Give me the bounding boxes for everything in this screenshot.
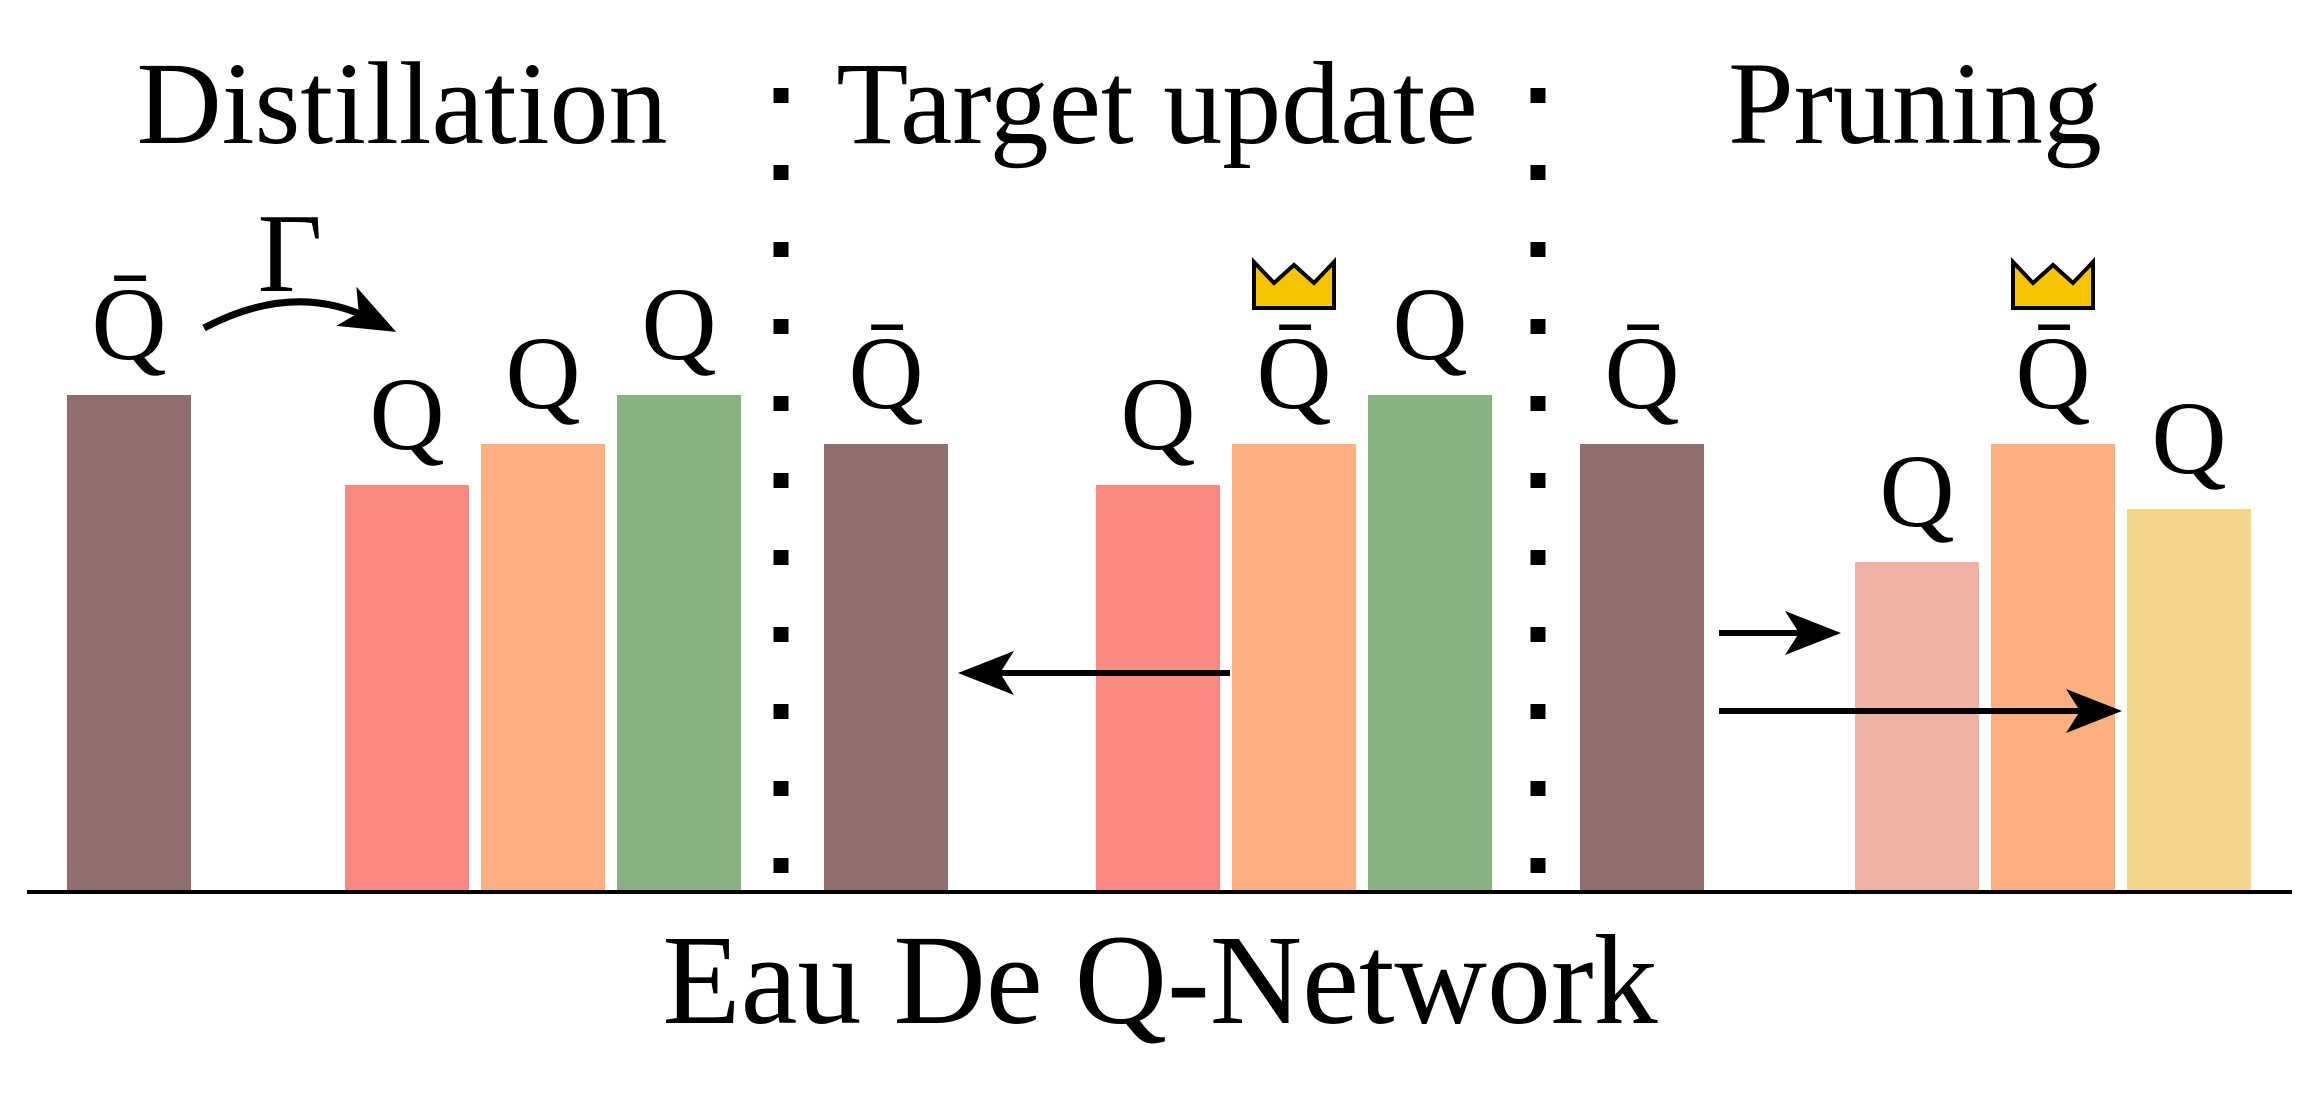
- bar-online-1-pruning: [1855, 562, 1979, 892]
- bar-online-3-pruning: [2127, 509, 2251, 892]
- label-online-1-pruning: Q: [1879, 434, 1954, 549]
- label-online-2-target-update: Q̄: [1256, 316, 1331, 431]
- crown-shape: [1252, 257, 1336, 310]
- label-target-target-update: Q̄: [848, 316, 923, 431]
- bar-online-2-target-update: [1232, 444, 1356, 892]
- bar-online-2-pruning: [1991, 444, 2115, 892]
- label-online-3-distillation: Q: [641, 267, 716, 382]
- bar-target-target-update: [824, 444, 948, 892]
- bar-online-3-target-update: [1368, 395, 1492, 892]
- crown-shape: [2011, 257, 2095, 310]
- label-online-1-distillation: Q: [369, 357, 444, 472]
- label-online-2-pruning: Q̄: [2015, 316, 2090, 431]
- bar-online-1-distillation: [345, 485, 469, 892]
- section-title-distillation: Distillation: [137, 38, 668, 169]
- section-title-target-update: Target update: [836, 38, 1478, 169]
- label-online-3-pruning: Q: [2151, 381, 2226, 496]
- bar-online-2-distillation: [481, 444, 605, 892]
- distillation-curved-arrow: [202, 286, 397, 332]
- diagram-caption: Eau De Q-Network: [662, 909, 1657, 1051]
- crown-icon: [1252, 257, 1336, 310]
- section-title-pruning: Pruning: [1728, 38, 2102, 169]
- bellman-operator-label: Γ: [258, 192, 323, 316]
- bar-online-1-target-update: [1096, 485, 1220, 892]
- label-online-2-distillation: Q: [505, 316, 580, 431]
- bar-online-3-distillation: [617, 395, 741, 892]
- crown-icon: [2011, 257, 2095, 310]
- label-target-distillation: Q̄: [91, 267, 166, 382]
- label-target-pruning: Q̄: [1604, 316, 1679, 431]
- bar-target-distillation: [67, 395, 191, 892]
- label-online-1-target-update: Q: [1120, 357, 1195, 472]
- bar-target-pruning: [1580, 444, 1704, 892]
- label-online-3-target-update: Q: [1392, 267, 1467, 382]
